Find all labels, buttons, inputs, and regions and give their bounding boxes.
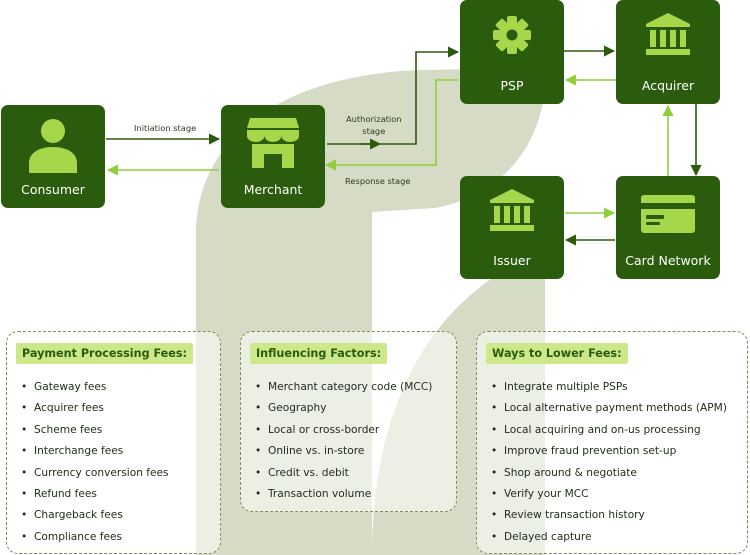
issuer-label: Issuer <box>493 253 531 268</box>
list-item: Online vs. in-store <box>255 441 432 462</box>
consumer-node: Consumer <box>1 105 105 208</box>
ways-panel-title: Ways to Lower Fees: <box>486 343 628 364</box>
credit-card-icon <box>641 195 695 233</box>
list-item: Shop around & negotiate <box>491 463 727 484</box>
person-icon <box>29 119 77 173</box>
list-item: Geography <box>255 398 432 419</box>
list-item: Merchant category code (MCC) <box>255 377 432 398</box>
list-item: Acquirer fees <box>21 398 169 419</box>
acquirer-label: Acquirer <box>641 78 695 93</box>
storefront-icon <box>247 118 299 168</box>
merchant-label: Merchant <box>243 182 303 197</box>
psp-node: PSP <box>460 0 564 104</box>
list-item: Refund fees <box>21 484 169 505</box>
list-item: Credit vs. debit <box>255 463 432 484</box>
list-item: Local acquiring and on-us processing <box>491 420 727 441</box>
list-item: Scheme fees <box>21 420 169 441</box>
fees-panel-title: Payment Processing Fees: <box>16 343 193 364</box>
list-item: Improve fraud prevention set-up <box>491 441 727 462</box>
list-item: Delayed capture <box>491 527 727 548</box>
response-stage-label: Response stage <box>345 176 411 186</box>
merchant-node: Merchant <box>221 105 325 208</box>
fees-list: Gateway fees Acquirer fees Scheme fees I… <box>21 377 169 548</box>
authorization-stage-label: Authorization stage <box>346 113 402 137</box>
list-item: Local or cross-border <box>255 420 432 441</box>
list-item: Currency conversion fees <box>21 463 169 484</box>
acquirer-node: Acquirer <box>616 0 720 104</box>
factors-panel: Influencing Factors: Merchant category c… <box>240 331 457 512</box>
response-arrow <box>324 79 458 171</box>
list-item: Integrate multiple PSPs <box>491 377 727 398</box>
ways-list: Integrate multiple PSPs Local alternativ… <box>491 377 727 548</box>
list-item: Interchange fees <box>21 441 169 462</box>
card-network-node: Card Network <box>616 176 720 279</box>
list-item: Gateway fees <box>21 377 169 398</box>
card-network-label: Card Network <box>625 253 711 268</box>
bank-icon <box>490 189 534 231</box>
psp-label: PSP <box>500 78 524 93</box>
issuer-node: Issuer <box>460 176 564 279</box>
list-item: Compliance fees <box>21 527 169 548</box>
authorization-label-line1: Authorization <box>346 114 402 124</box>
list-item: Transaction volume <box>255 484 432 505</box>
list-item: Verify your MCC <box>491 484 727 505</box>
fees-panel: Payment Processing Fees: Gateway fees Ac… <box>6 331 221 554</box>
ways-panel: Ways to Lower Fees: Integrate multiple P… <box>476 331 748 554</box>
consumer-label: Consumer <box>21 182 85 197</box>
list-item: Review transaction history <box>491 505 727 526</box>
list-item: Chargeback fees <box>21 505 169 526</box>
factors-panel-title: Influencing Factors: <box>250 343 388 364</box>
factors-list: Merchant category code (MCC) Geography L… <box>255 377 432 505</box>
initiation-stage-label: Initiation stage <box>134 123 197 133</box>
list-item: Local alternative payment methods (APM) <box>491 398 727 419</box>
gear-icon <box>493 16 531 54</box>
authorization-label-line2: stage <box>362 126 386 136</box>
bank-icon <box>646 13 690 55</box>
